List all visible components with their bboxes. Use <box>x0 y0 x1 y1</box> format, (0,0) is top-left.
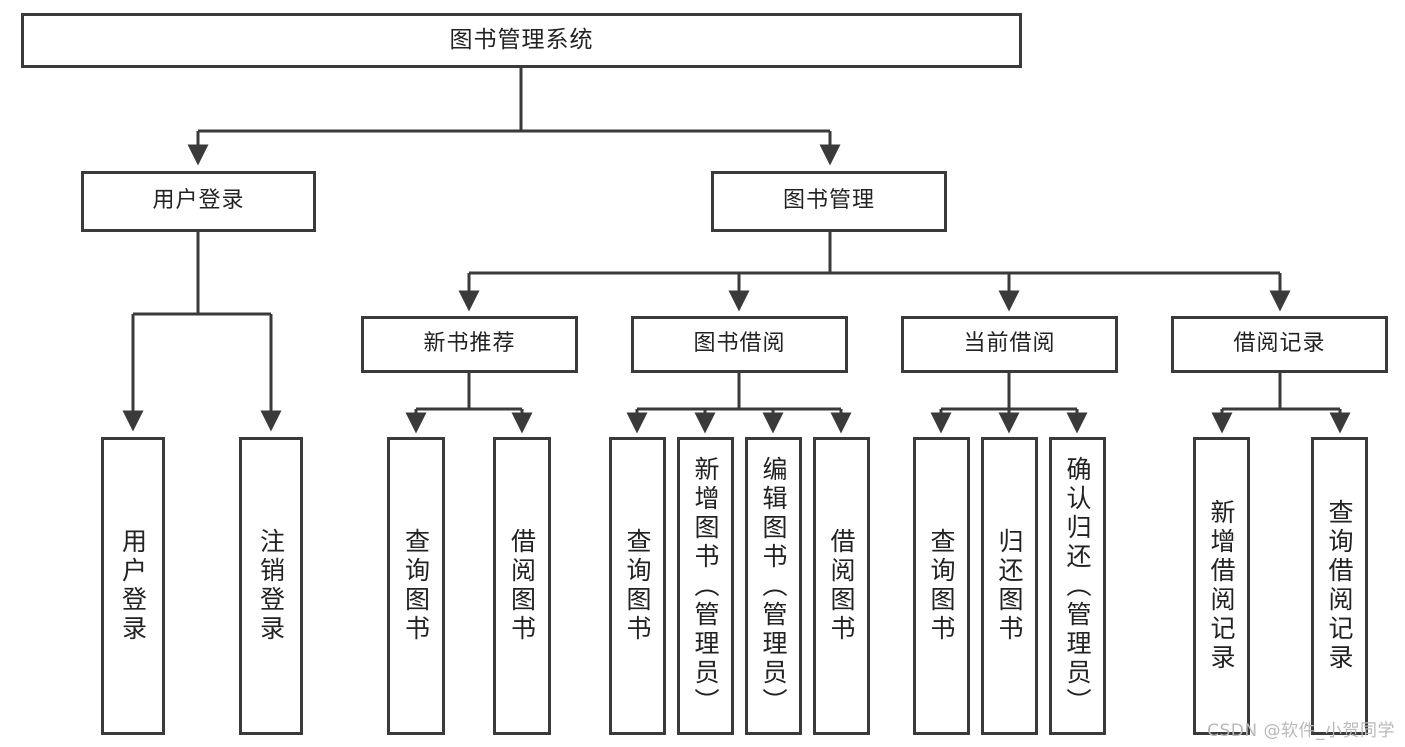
node-new-book-recommend[interactable]: 新书推荐 <box>361 316 578 373</box>
node-book-management[interactable]: 图书管理 <box>711 171 947 232</box>
leaf-record-query-borrow-record[interactable]: 查询借阅记录 <box>1311 437 1368 735</box>
leaf-user-login-logout[interactable]: 注销登录 <box>239 437 303 735</box>
leaf-record-add-borrow-record[interactable]: 新增借阅记录 <box>1193 437 1250 735</box>
leaf-current-query-book[interactable]: 查询图书 <box>913 437 970 735</box>
node-current-borrow[interactable]: 当前借阅 <box>901 316 1118 373</box>
leaf-borrow-query-book[interactable]: 查询图书 <box>609 437 666 735</box>
leaf-recommend-borrow-book[interactable]: 借阅图书 <box>493 437 551 735</box>
leaf-borrow-edit-book-admin[interactable]: 编辑图书（管理员） <box>745 437 802 735</box>
node-user-login[interactable]: 用户登录 <box>81 171 316 232</box>
node-root-book-management-system[interactable]: 图书管理系统 <box>21 13 1022 68</box>
leaf-user-login-login[interactable]: 用户登录 <box>101 437 165 735</box>
node-book-borrow[interactable]: 图书借阅 <box>631 316 848 373</box>
leaf-borrow-borrow-book[interactable]: 借阅图书 <box>813 437 870 735</box>
leaf-current-confirm-return-admin[interactable]: 确认归还（管理员） <box>1049 437 1106 735</box>
csdn-watermark: CSDN @软件_小贺同学 <box>1207 721 1395 741</box>
node-borrow-record[interactable]: 借阅记录 <box>1171 316 1388 373</box>
leaf-borrow-add-book-admin[interactable]: 新增图书（管理员） <box>677 437 734 735</box>
leaf-current-return-book[interactable]: 归还图书 <box>981 437 1038 735</box>
leaf-recommend-query-book[interactable]: 查询图书 <box>387 437 445 735</box>
